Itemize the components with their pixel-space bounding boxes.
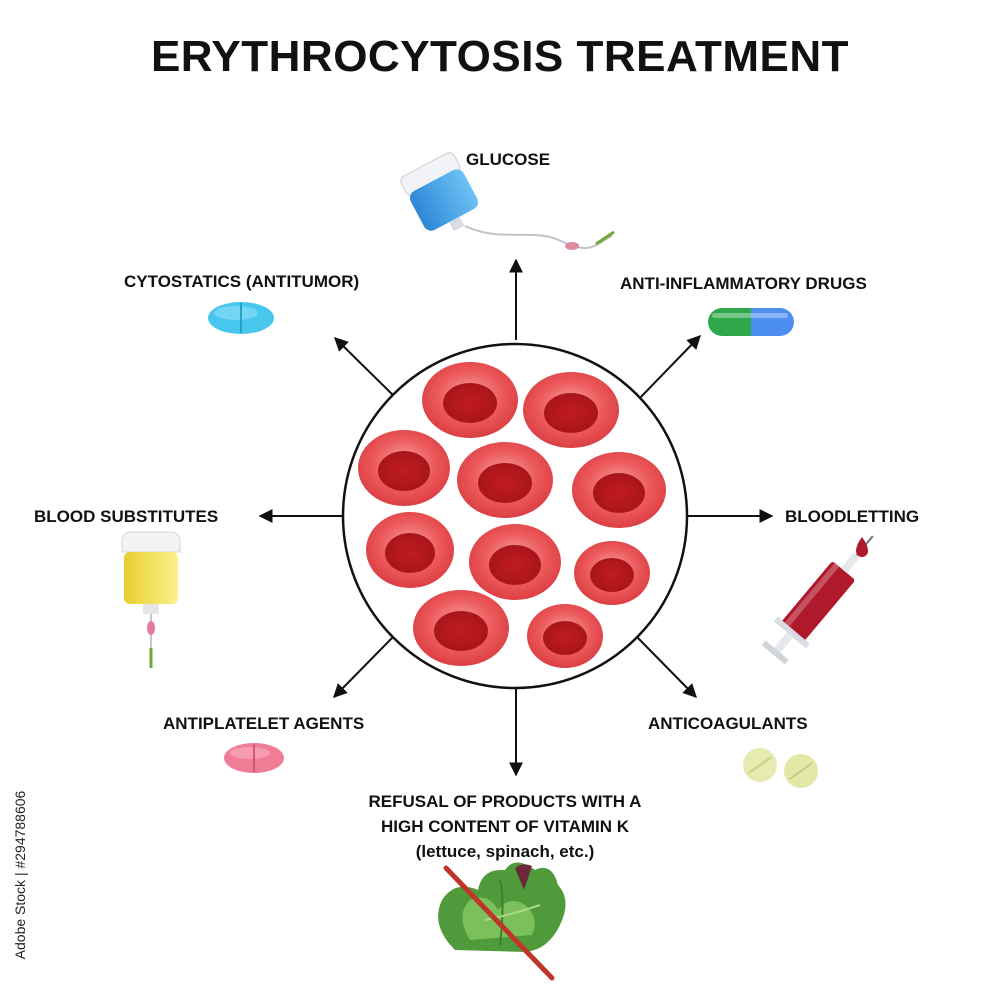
refusal-line-1: REFUSAL OF PRODUCTS WITH A	[368, 792, 642, 811]
label-anti-inflammatory: ANTI-INFLAMMATORY DRUGS	[620, 274, 867, 293]
label-refusal-vitamin-k: REFUSAL OF PRODUCTS WITH A HIGH CONTENT …	[300, 789, 710, 864]
label-cytostatics: CYTOSTATICS (ANTITUMOR)	[124, 272, 360, 291]
blood-cell	[527, 604, 603, 668]
arrow-down-left	[333, 635, 395, 698]
blood-cell	[572, 452, 666, 528]
label-blood-substitutes: BLOOD SUBSTITUTES	[34, 507, 219, 526]
label-anticoagulants: ANTICOAGULANTS	[648, 714, 808, 733]
blood-cell	[422, 362, 518, 438]
blood-cell	[469, 524, 561, 600]
glucose-bag-icon	[400, 152, 615, 250]
label-antiplatelet: ANTIPLATELET AGENTS	[163, 714, 365, 733]
cytostatic-pill-icon	[208, 302, 274, 334]
page-title: ERYTHROCYTOSIS TREATMENT	[150, 32, 850, 81]
red-blood-cells-icon	[341, 342, 689, 690]
antiplatelet-pill-icon	[224, 743, 284, 773]
label-glucose: GLUCOSE	[466, 150, 551, 169]
arrows	[258, 258, 774, 777]
blood-cell	[457, 442, 553, 518]
label-bloodletting: BLOODLETTING	[785, 507, 920, 526]
stock-id-text: Adobe Stock | #294788606	[12, 790, 28, 960]
blood-cell	[413, 590, 509, 666]
blood-cell	[574, 541, 650, 605]
blood-cell	[523, 372, 619, 448]
blood-substitute-bag-icon	[121, 531, 181, 668]
refusal-line-3: (lettuce, spinach, etc.)	[415, 842, 595, 861]
arrow-up-right	[635, 334, 701, 403]
arrow-up-left	[334, 337, 399, 401]
anti-inflammatory-capsule-icon	[708, 308, 794, 336]
blood-cell	[366, 512, 454, 588]
anticoagulant-tablets-icon	[743, 748, 818, 788]
arrow-down-right	[635, 635, 697, 698]
crossed-leafy-greens-icon	[438, 862, 566, 981]
syringe-icon	[761, 535, 874, 665]
stock-id-watermark: Adobe Stock | #294788606	[10, 760, 30, 990]
refusal-line-2: HIGH CONTENT OF VITAMIN K	[380, 817, 630, 836]
blood-cell	[358, 430, 450, 506]
